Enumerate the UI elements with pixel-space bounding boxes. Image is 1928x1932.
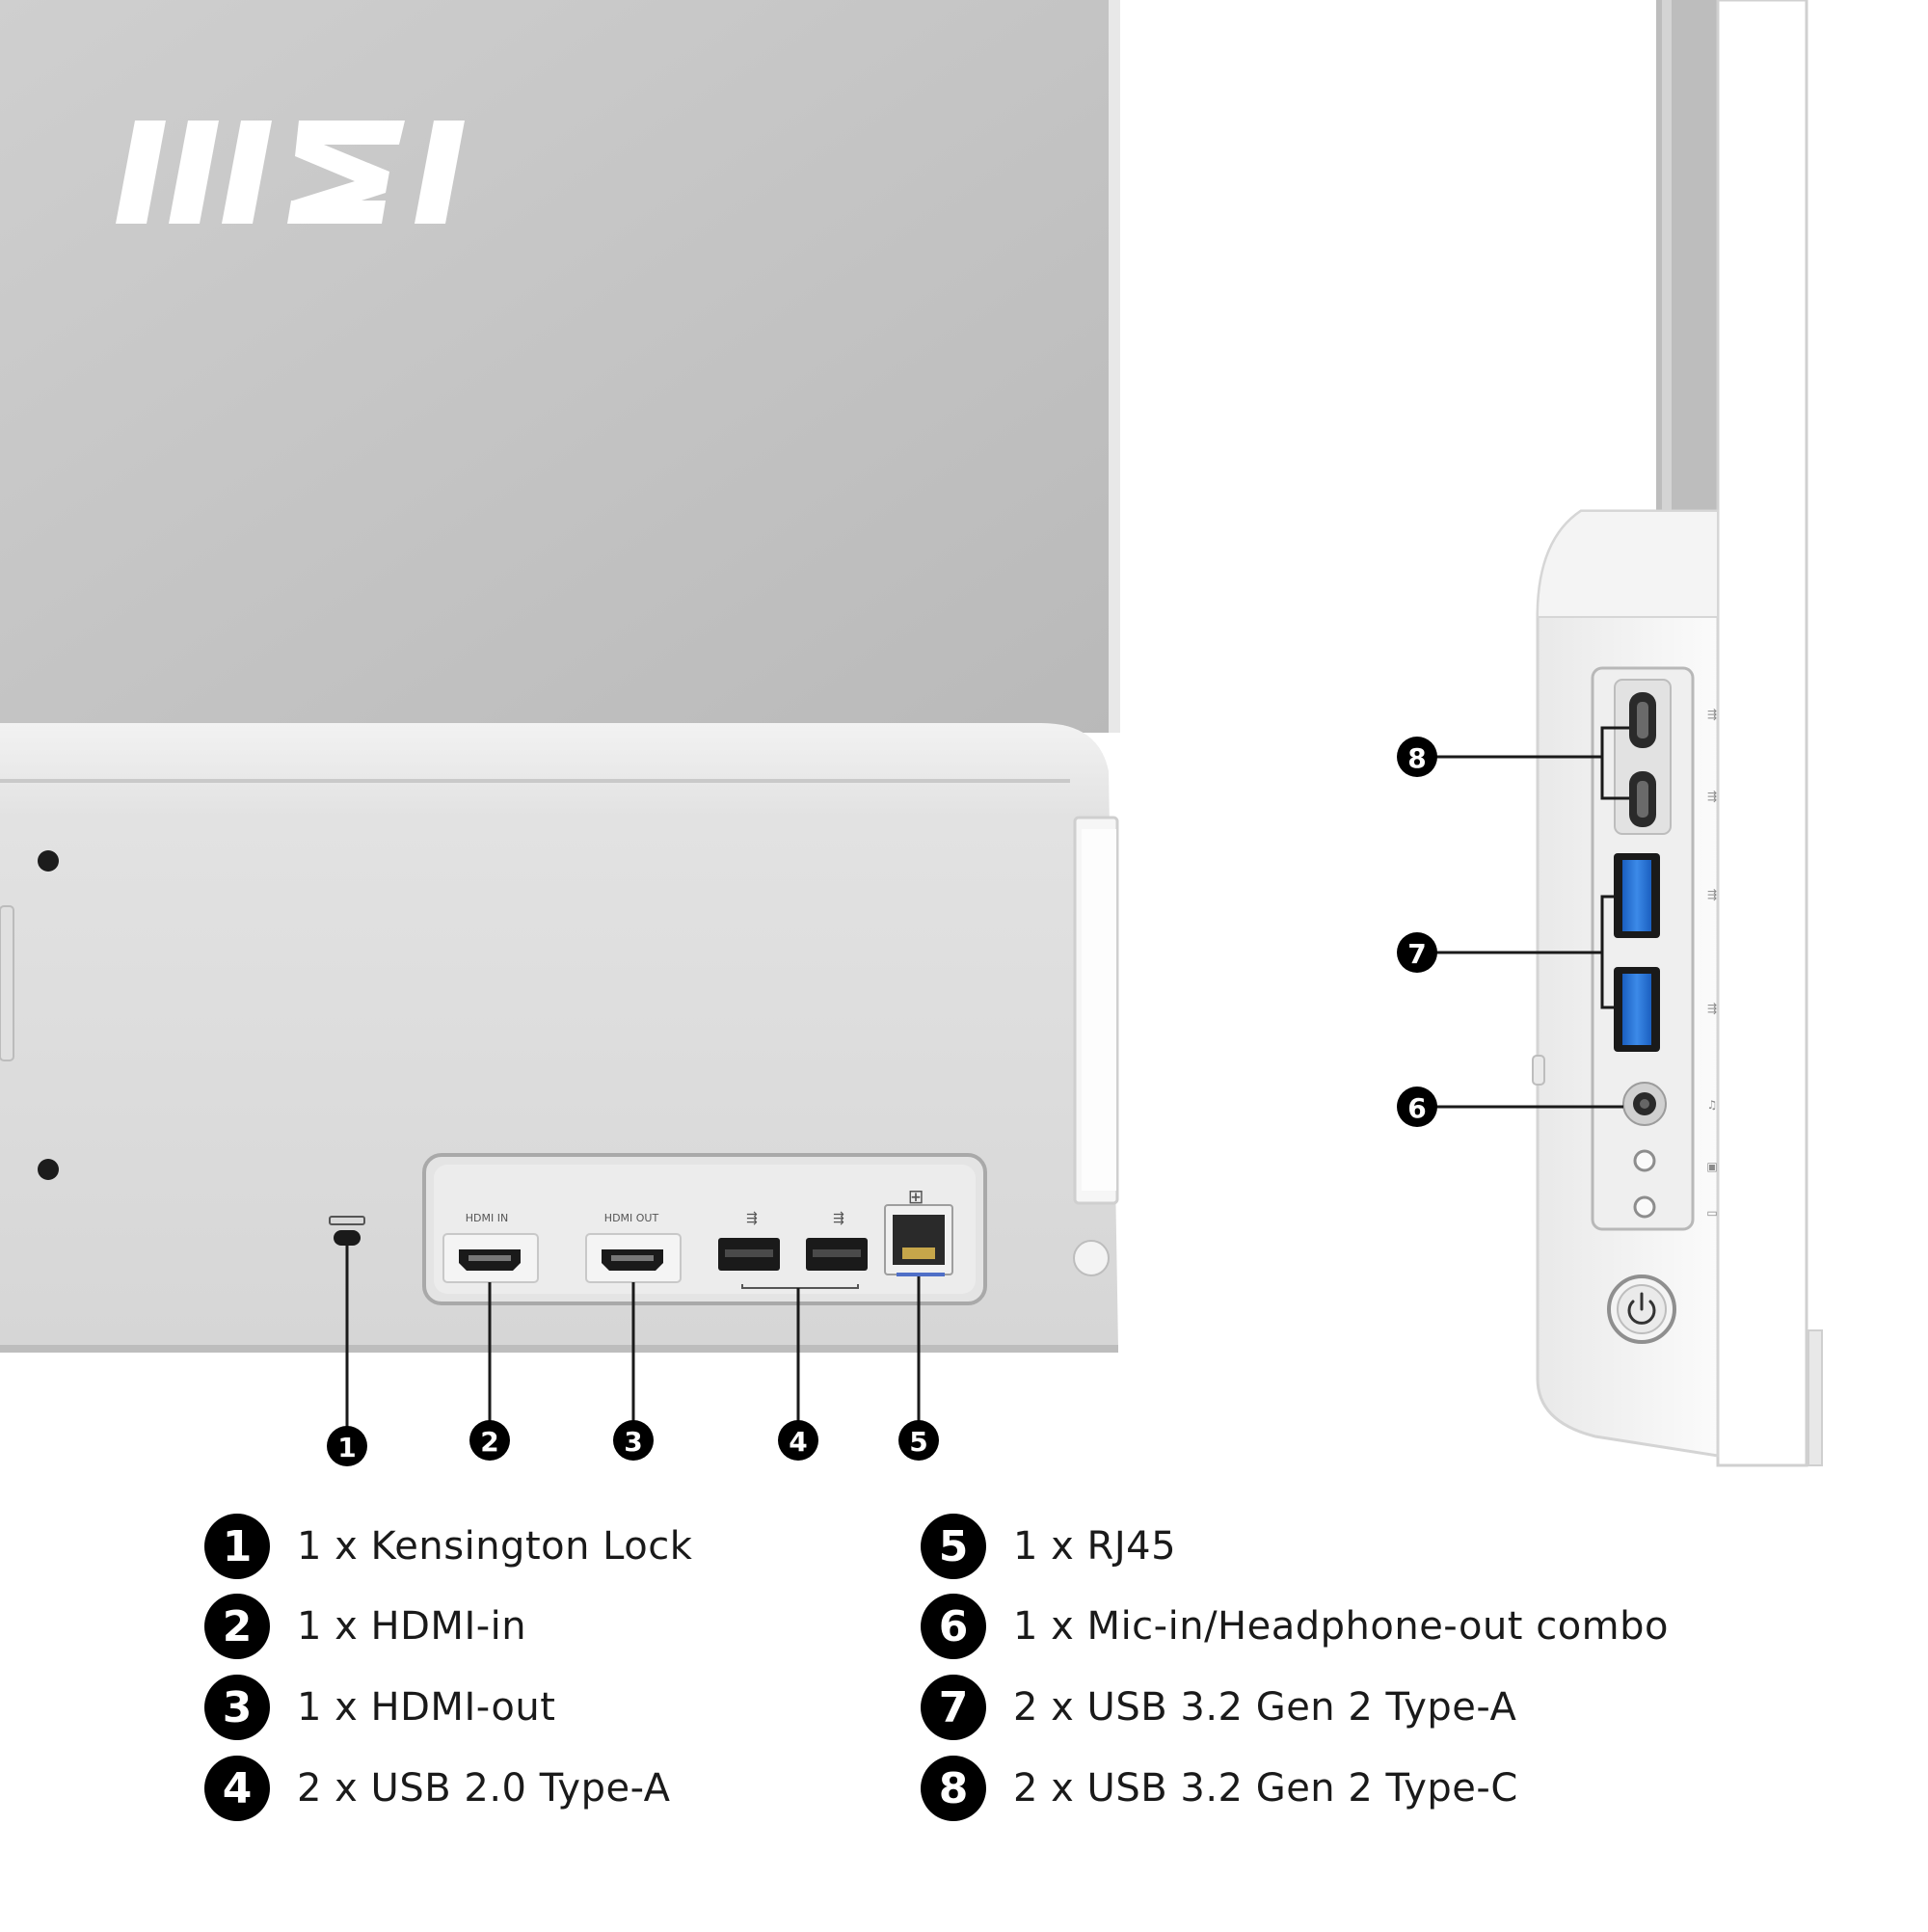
rj45-port: ⊞: [884, 1185, 953, 1276]
legend-item-8: 8 2 x USB 3.2 Gen 2 Type-C: [921, 1756, 1518, 1821]
svg-text:▣: ▣: [1706, 1160, 1717, 1173]
legend-item-5: 5 1 x RJ45: [921, 1514, 1176, 1579]
svg-text:⇶: ⇶: [746, 1211, 758, 1226]
legend-item-3: 3 1 x HDMI-out: [204, 1675, 555, 1740]
side-view: ⇶ ⇶ ⇶ ⇶ ♫ ▣ ▭ 8 7: [1397, 0, 1823, 1467]
legend-badge-4: 4: [204, 1756, 270, 1821]
legend-badge-7: 7: [921, 1675, 986, 1740]
hdmi-out-port: HDMI OUT: [585, 1212, 682, 1283]
rear-badge-5: 5: [898, 1420, 939, 1461]
indicator-light: [1633, 1149, 1656, 1172]
rear-badge-2: 2: [469, 1420, 510, 1461]
rear-badge-4: 4: [778, 1420, 818, 1461]
back-shell: [0, 0, 1118, 733]
rear-badge-5-number: 5: [909, 1426, 927, 1458]
side-power-button[interactable]: [1073, 1240, 1110, 1276]
side-badge-7: 7: [1397, 932, 1437, 973]
legend-label-5: 1 x RJ45: [1013, 1524, 1177, 1569]
usb3-type-a-ports: [1614, 853, 1660, 1052]
side-port-icons: ⇶ ⇶ ⇶ ⇶ ♫ ▣ ▭: [1706, 708, 1717, 1220]
legend-label-7: 2 x USB 3.2 Gen 2 Type-A: [1013, 1685, 1517, 1730]
svg-text:⇶: ⇶: [1707, 790, 1717, 803]
rear-badge-4-number: 4: [789, 1426, 807, 1458]
legend-badge-1: 1: [204, 1514, 270, 1579]
legend-label-1: 1 x Kensington Lock: [297, 1524, 693, 1569]
legend-badge-8: 8: [921, 1756, 986, 1821]
hdmi-in-label: HDMI IN: [466, 1212, 508, 1224]
usb-c-ports: [1614, 679, 1672, 835]
power-button[interactable]: [1607, 1275, 1676, 1344]
hdmi-out-label: HDMI OUT: [604, 1212, 659, 1224]
legend-label-4: 2 x USB 2.0 Type-A: [297, 1766, 671, 1811]
side-badge-6: 6: [1397, 1087, 1437, 1127]
side-badge-8-number: 8: [1407, 742, 1426, 774]
rear-badge-3-number: 3: [624, 1426, 642, 1458]
side-badge-7-number: 7: [1407, 938, 1426, 970]
side-leader-lines: [1436, 726, 1629, 1109]
legend-badge-6: 6: [921, 1594, 986, 1659]
rear-badge-2-number: 2: [480, 1426, 498, 1458]
rear-view: HDMI IN HDMI OUT ⇶ ⇶: [0, 0, 1120, 1466]
io-panel: HDMI IN HDMI OUT ⇶ ⇶: [422, 1153, 987, 1305]
side-badge-8: 8: [1397, 737, 1437, 777]
legend-badge-2: 2: [204, 1594, 270, 1659]
svg-text:⇶: ⇶: [1707, 708, 1717, 721]
svg-text:⇶: ⇶: [1707, 888, 1717, 901]
svg-text:⇶: ⇶: [833, 1211, 844, 1226]
msi-logo: [116, 121, 465, 224]
usb2-ports: ⇶ ⇶: [718, 1211, 868, 1289]
svg-text:⊞: ⊞: [908, 1185, 924, 1208]
svg-text:♫: ♫: [1707, 1098, 1718, 1112]
legend-item-7: 7 2 x USB 3.2 Gen 2 Type-A: [921, 1675, 1516, 1740]
legend-label-2: 1 x HDMI-in: [297, 1604, 527, 1649]
rear-badge-1-number: 1: [337, 1432, 356, 1463]
screw-hole: [38, 850, 59, 872]
legend-label-3: 1 x HDMI-out: [297, 1685, 556, 1730]
legend-label-8: 2 x USB 3.2 Gen 2 Type-C: [1013, 1766, 1518, 1811]
audio-jack: [1622, 1082, 1667, 1126]
legend-label-6: 1 x Mic-in/Headphone-out combo: [1013, 1604, 1669, 1649]
rear-leader-lines: [345, 1246, 921, 1427]
legend-item-6: 6 1 x Mic-in/Headphone-out combo: [921, 1594, 1669, 1659]
legend-item-2: 2 1 x HDMI-in: [204, 1594, 526, 1659]
svg-text:⇶: ⇶: [1707, 1002, 1717, 1015]
legend-badge-5: 5: [921, 1514, 986, 1579]
svg-text:▭: ▭: [1706, 1206, 1717, 1220]
rear-badge-1: 1: [327, 1426, 367, 1466]
legend-item-1: 1 1 x Kensington Lock: [204, 1514, 692, 1579]
kensington-lock: [329, 1216, 365, 1246]
screw-hole: [38, 1159, 59, 1180]
indicator-light: [1633, 1195, 1656, 1219]
legend-badge-3: 3: [204, 1675, 270, 1740]
legend-item-4: 4 2 x USB 2.0 Type-A: [204, 1756, 671, 1821]
rear-badge-3: 3: [613, 1420, 654, 1461]
side-badge-6-number: 6: [1407, 1092, 1426, 1124]
